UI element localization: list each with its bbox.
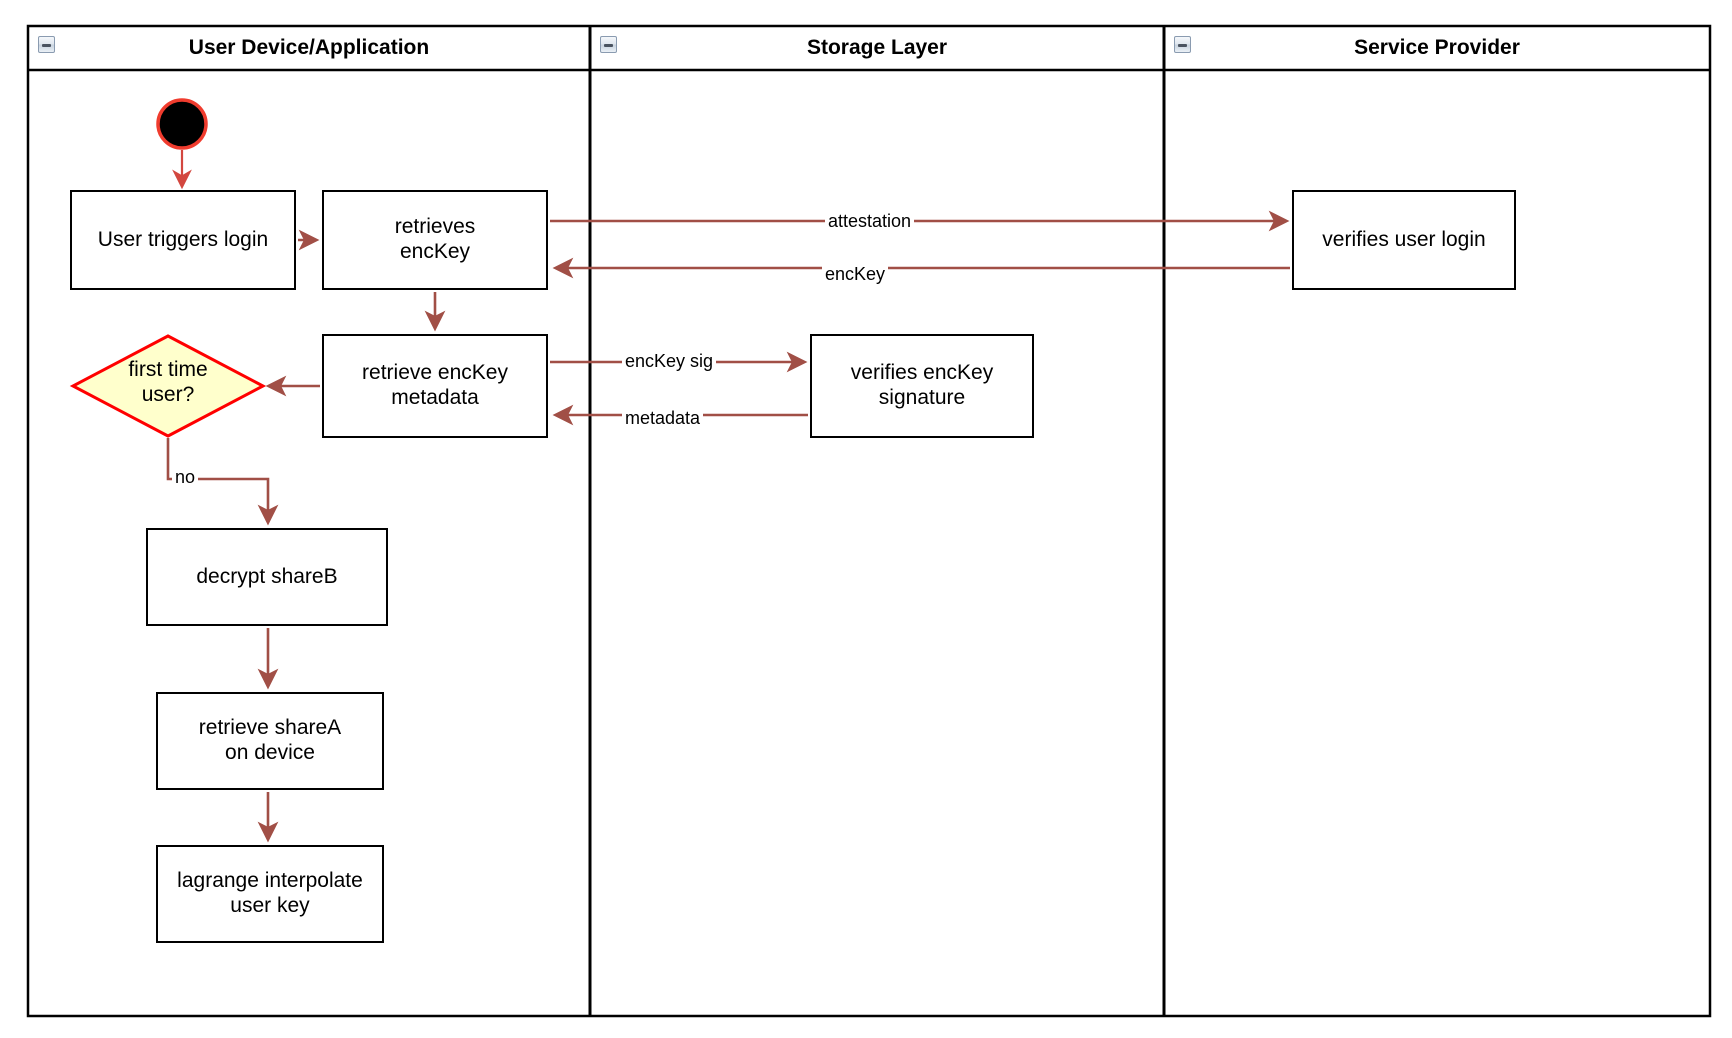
edge-label-metadata: metadata: [622, 409, 704, 427]
node-user-triggers-login[interactable]: User triggers login: [70, 190, 296, 290]
edge-label-attestation: attestation: [825, 212, 915, 230]
node-retrieves-enckey[interactable]: retrieves encKey: [322, 190, 548, 290]
edge-label-enckey-sig: encKey sig: [622, 352, 717, 370]
collapse-minus-icon-storage[interactable]: [600, 36, 617, 53]
edge-label-enckey: encKey: [822, 265, 889, 283]
node-lagrange-interpolate-user-key[interactable]: lagrange interpolate user key: [156, 845, 384, 943]
node-retrieve-enckey-metadata[interactable]: retrieve encKey metadata: [322, 334, 548, 438]
lane-header-service-provider: Service Provider: [1354, 36, 1520, 59]
collapse-minus-icon-service-provider[interactable]: [1174, 36, 1191, 53]
edge-label-no: no: [172, 468, 199, 486]
node-verifies-user-login[interactable]: verifies user login: [1292, 190, 1516, 290]
lane-header-storage: Storage Layer: [806, 36, 948, 59]
decision-first-time-user[interactable]: [69, 334, 267, 438]
node-decrypt-shareb[interactable]: decrypt shareB: [146, 528, 388, 626]
edge-decision-to-decrypt-shareb: [166, 438, 279, 526]
collapse-minus-icon-user-device[interactable]: [38, 36, 55, 53]
lane-header-user-device: User Device/Application: [188, 36, 430, 59]
node-verifies-enckey-signature[interactable]: verifies encKey signature: [810, 334, 1034, 438]
node-retrieve-sharea-on-device[interactable]: retrieve shareA on device: [156, 692, 384, 790]
start-node[interactable]: [156, 98, 208, 150]
